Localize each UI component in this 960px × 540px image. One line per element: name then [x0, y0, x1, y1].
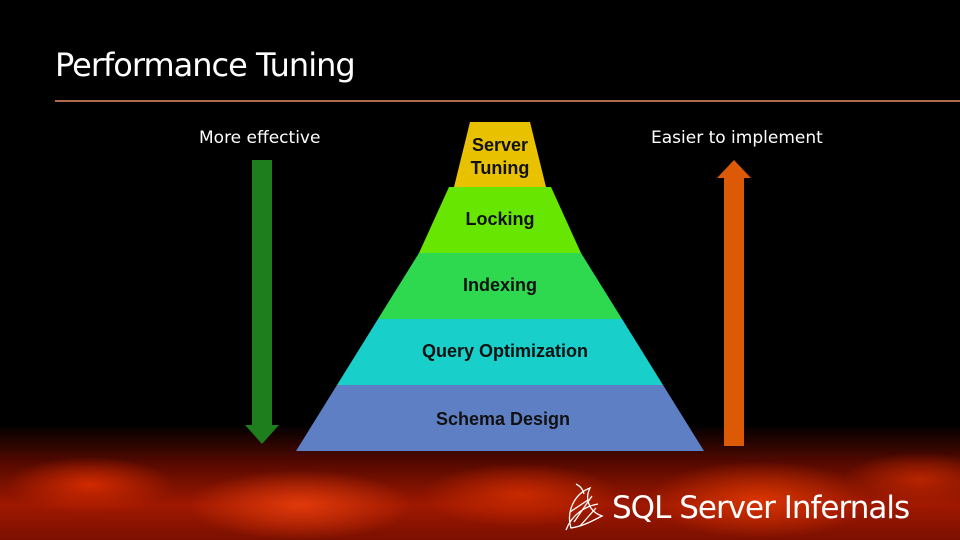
- tier-label-schema-design: Schema Design: [436, 409, 570, 429]
- tier-label-indexing: Indexing: [463, 275, 537, 295]
- down-arrow-icon: [245, 160, 279, 444]
- slide-title: Performance Tuning: [55, 46, 356, 84]
- pyramid-tier-server-tuning: [454, 122, 546, 187]
- brand-text: SQL Server Infernals: [612, 490, 910, 526]
- pyramid-tier-query-optimization: [337, 319, 663, 385]
- sql-server-logo-icon: [565, 483, 604, 531]
- more-effective-label: More effective: [199, 128, 321, 148]
- pyramid-tier-schema-design: [296, 385, 704, 451]
- pyramid-tier-locking: [419, 187, 581, 253]
- title-divider: [55, 100, 960, 102]
- tier-label-tuning: Tuning: [471, 158, 530, 178]
- tier-label-query-optimization: Query Optimization: [422, 341, 588, 361]
- tier-label-locking: Locking: [465, 209, 534, 229]
- tier-label-server: Server: [472, 135, 528, 155]
- easier-to-implement-label: Easier to implement: [651, 128, 823, 148]
- pyramid-tier-indexing: [378, 253, 622, 319]
- up-arrow-icon: [717, 160, 751, 446]
